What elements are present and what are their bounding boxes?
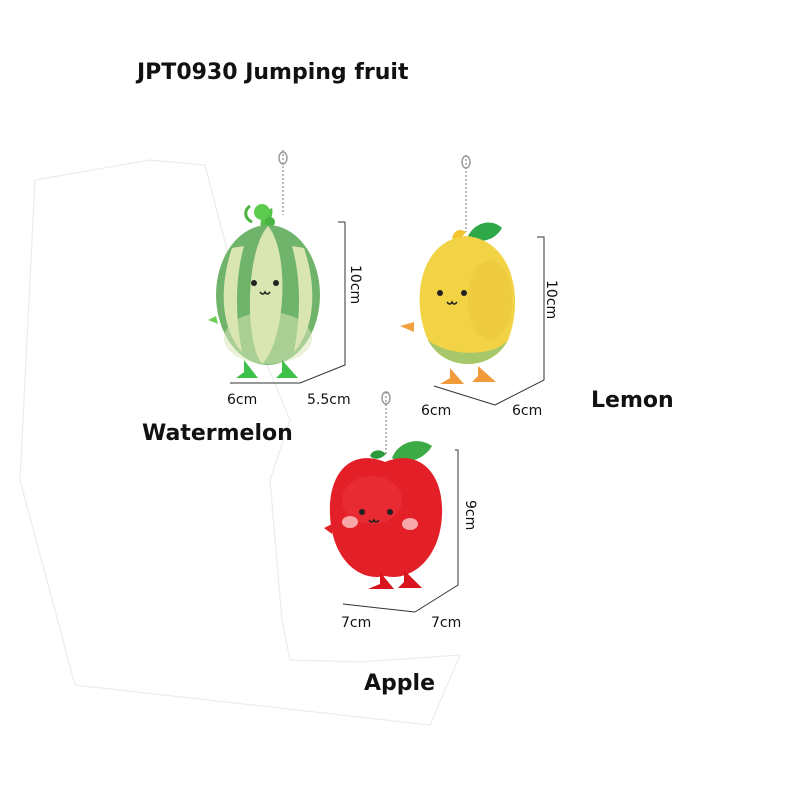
watermelon-toy [208, 150, 320, 378]
watermelon-depth-label: 5.5cm [307, 392, 351, 408]
lemon-depth-label: 6cm [512, 403, 543, 419]
apple-dimension-lines [342, 449, 459, 613]
watermelon-dimension-lines [230, 221, 346, 384]
lemon-toy [400, 155, 516, 384]
apple-width-label: 7cm [341, 615, 372, 631]
apple-depth-label: 7cm [431, 615, 462, 631]
watermelon-width-label: 6cm [227, 392, 258, 408]
lemon-height-label: 10cm [543, 280, 559, 320]
watermelon-label: Watermelon [142, 421, 293, 446]
lemon-width-label: 6cm [421, 403, 452, 419]
apple-label: Apple [364, 671, 435, 696]
watermelon-height-label: 10cm [347, 265, 363, 305]
page-title: JPT0930 Jumping fruit [137, 60, 409, 85]
background-outline [19, 159, 461, 726]
lemon-dimension-lines [433, 236, 545, 406]
lemon-label: Lemon [591, 388, 674, 413]
apple-toy [324, 391, 443, 589]
apple-height-label: 9cm [462, 500, 478, 531]
